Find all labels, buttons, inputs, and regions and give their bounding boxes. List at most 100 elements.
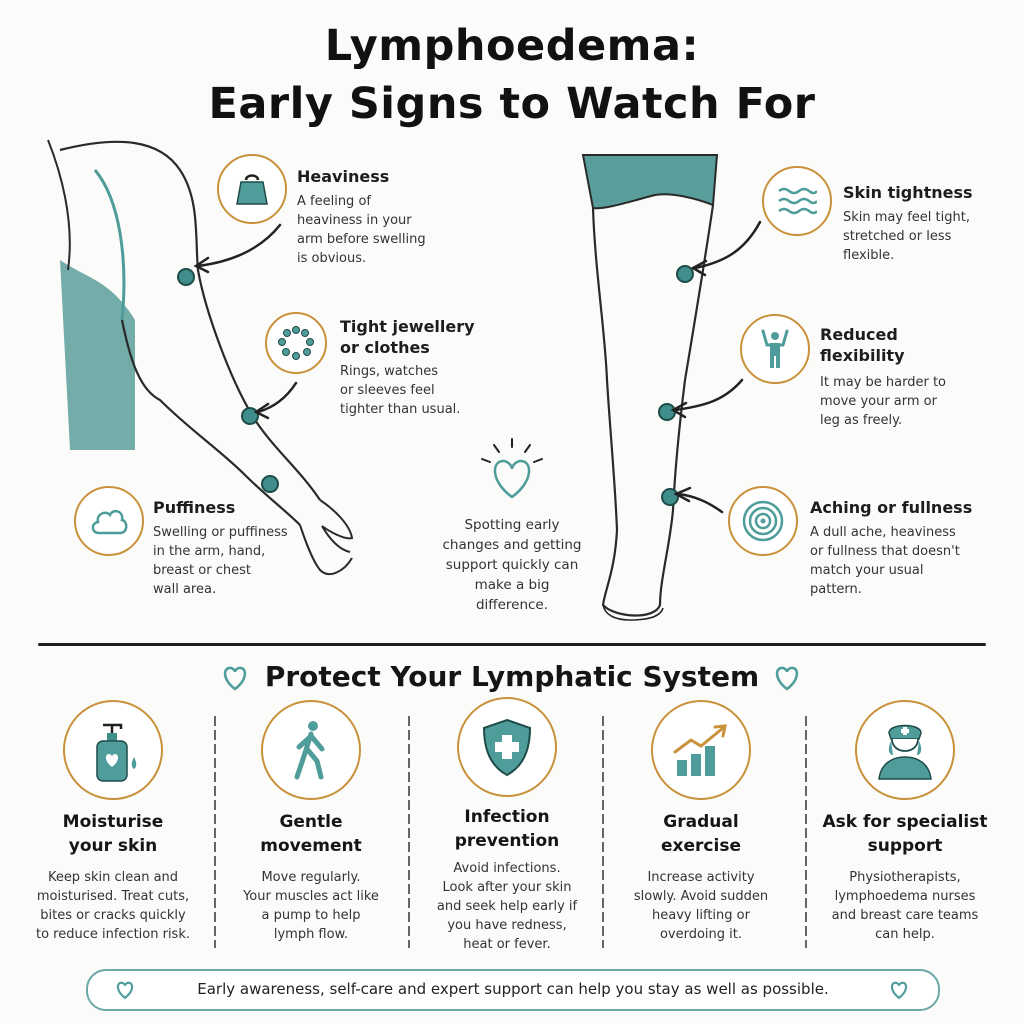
tightness-marker xyxy=(676,265,694,283)
flexibility-desc-line: move your arm or xyxy=(820,394,937,409)
tip-desc-line: and seek help early if xyxy=(436,899,578,914)
tightness-desc: Skin may feel tight, stretched or less f… xyxy=(843,208,970,265)
center-note-line: difference. xyxy=(475,597,549,613)
shield-cross-icon xyxy=(482,718,532,777)
puffiness-desc-line: wall area. xyxy=(153,582,217,597)
flexibility-icon-circle xyxy=(740,314,810,384)
waves-icon xyxy=(778,187,817,215)
flexibility-title: Reduced flexibility xyxy=(820,324,905,366)
tightness-icon-circle xyxy=(762,166,832,236)
tip-desc-line: bites or cracks quickly xyxy=(40,908,186,923)
tip-desc-line: a pump to help xyxy=(261,908,361,923)
jewellery-desc: Rings, watches or sleeves feel tighter t… xyxy=(340,362,460,419)
tip-title-line: Infection xyxy=(464,807,550,827)
column-separator xyxy=(805,716,807,948)
tip-desc-line: Increase activity xyxy=(647,870,755,885)
flexibility-title-line: Reduced xyxy=(820,325,898,344)
protect-title: Protect Your Lymphatic System xyxy=(264,660,760,693)
aching-desc-line: or fullness that doesn't xyxy=(810,544,960,559)
tip-desc-line: Physiotherapists, xyxy=(849,870,961,885)
heart-sparkle-icon xyxy=(481,438,543,499)
pointer-arrows xyxy=(193,220,762,514)
tip-title-line: exercise xyxy=(661,836,741,856)
tip-icon-circle xyxy=(855,700,955,800)
tip-gradual-exercise: Gradual exercise Increase activity slowl… xyxy=(606,700,796,944)
page-title-line1: Lymphoedema: xyxy=(324,21,700,71)
section-divider xyxy=(38,643,986,646)
flexibility-title-line: flexibility xyxy=(820,346,905,365)
tightness-desc-line: flexible. xyxy=(843,248,895,263)
heaviness-icon-circle xyxy=(217,154,287,224)
bracelet-icon xyxy=(278,326,314,360)
heaviness-desc: A feeling of heaviness in your arm befor… xyxy=(297,192,426,268)
tip-desc: Move regularly. Your muscles act like a … xyxy=(216,868,406,944)
tip-title: Moisturise your skin xyxy=(18,810,208,858)
column-separator xyxy=(408,716,410,948)
tip-desc-line: Keep skin clean and xyxy=(47,870,179,885)
puffiness-desc-line: breast or chest xyxy=(153,563,251,578)
tightness-desc-line: stretched or less xyxy=(843,229,952,244)
tip-desc-line: moisturised. Treat cuts, xyxy=(36,889,190,904)
aching-desc-line: match your usual xyxy=(810,563,924,578)
leg-illustration xyxy=(581,154,719,621)
footer-text: Early awareness, self-care and expert su… xyxy=(197,980,829,998)
aching-icon-circle xyxy=(728,486,798,556)
center-note-line: support quickly can xyxy=(445,557,579,573)
walking-person-icon xyxy=(294,721,325,780)
heart-icon xyxy=(116,981,134,1000)
tip-desc-line: you have redness, xyxy=(447,918,567,933)
heaviness-marker xyxy=(177,268,195,286)
tip-title: Gentle movement xyxy=(216,810,406,858)
tip-desc-line: overdoing it. xyxy=(659,927,743,942)
arm-illustration xyxy=(47,139,354,576)
center-note-line: Spotting early xyxy=(464,517,560,533)
target-icon xyxy=(742,500,784,542)
tip-title-line: Gradual xyxy=(663,812,739,832)
tip-title-line: prevention xyxy=(454,831,560,851)
column-separator xyxy=(214,716,216,948)
tip-title: Infection prevention xyxy=(412,805,602,853)
tip-icon-circle xyxy=(63,700,163,800)
tip-desc-line: heavy lifting or xyxy=(652,908,750,923)
jewellery-title-line: or clothes xyxy=(340,338,430,357)
tip-desc-line: Look after your skin xyxy=(442,880,572,895)
center-note: Spotting early changes and getting suppo… xyxy=(420,515,604,615)
tip-moisturise: Moisturise your skin Keep skin clean and… xyxy=(18,700,208,944)
tip-title: Gradual exercise xyxy=(606,810,796,858)
heart-icon xyxy=(890,981,908,1000)
puffiness-desc-line: in the arm, hand, xyxy=(153,544,266,559)
tip-title-line: your skin xyxy=(68,836,158,856)
jewellery-desc-line: or sleeves feel xyxy=(340,383,435,398)
flexibility-desc-line: It may be harder to xyxy=(820,375,947,390)
tip-title-line: support xyxy=(867,836,943,856)
tip-infection-prevention: Infection prevention Avoid infections. L… xyxy=(412,697,602,954)
flexibility-desc-line: leg as freely. xyxy=(820,413,903,428)
lotion-bottle-icon xyxy=(96,723,137,782)
heart-icon xyxy=(775,666,799,691)
tip-desc-line: and breast care teams xyxy=(831,908,979,923)
heaviness-desc-line: A feeling of xyxy=(297,194,371,209)
cloud-icon xyxy=(91,509,128,535)
tip-specialist-support: Ask for specialist support Physiotherapi… xyxy=(810,700,1000,944)
tip-desc: Increase activity slowly. Avoid sudden h… xyxy=(606,868,796,944)
jewellery-title-line: Tight jewellery xyxy=(340,317,475,336)
tip-title-line: Moisturise xyxy=(62,812,164,832)
heaviness-title: Heaviness xyxy=(297,167,390,186)
aching-desc-line: A dull ache, heaviness xyxy=(810,525,956,540)
jewellery-icon-circle xyxy=(265,312,327,374)
tip-desc-line: to reduce infection risk. xyxy=(35,927,190,942)
tip-desc: Avoid infections. Look after your skin a… xyxy=(412,859,602,954)
heaviness-desc-line: is obvious. xyxy=(297,251,367,266)
heaviness-desc-line: heaviness in your xyxy=(297,213,412,228)
tip-gentle-movement: Gentle movement Move regularly. Your mus… xyxy=(216,700,406,944)
center-note-line: make a big xyxy=(474,577,550,593)
aching-desc: A dull ache, heaviness or fullness that … xyxy=(810,523,960,599)
person-stretch-icon xyxy=(761,329,789,368)
tip-desc-line: Move regularly. xyxy=(261,870,361,885)
tip-desc-line: slowly. Avoid sudden xyxy=(633,889,769,904)
aching-title: Aching or fullness xyxy=(810,498,973,517)
tip-desc-line: lymphoedema nurses xyxy=(834,889,976,904)
page-title-line2: Early Signs to Watch For xyxy=(208,79,816,129)
aching-marker xyxy=(661,488,679,506)
tip-desc-line: lymph flow. xyxy=(273,927,349,942)
